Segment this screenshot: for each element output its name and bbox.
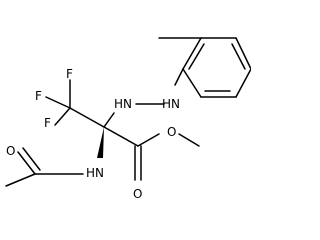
bond-acetyl-o-1 <box>17 151 36 175</box>
atom-nh-1: HN <box>162 97 180 111</box>
ring-bond-c6-c1 <box>182 68 202 98</box>
ring-bond-c4-c5 <box>235 68 251 98</box>
bond-carbonyl-ester-o <box>137 133 160 147</box>
atom-nh-amide: HN <box>86 166 104 180</box>
bond-quaternary-c-carbonyl <box>103 126 139 147</box>
atom-nh-2: HN <box>114 97 132 111</box>
atom-o-ester: O <box>167 125 176 139</box>
bond-acetyl-methyl <box>5 173 36 187</box>
ring-inner-bond-2 <box>231 43 246 70</box>
bond-nh-quaternary-c <box>103 112 115 128</box>
bond-ester-o-methyl <box>178 133 200 147</box>
bond-acetyl-o-2 <box>22 147 41 171</box>
ring-bond-c3-c4 <box>235 37 251 70</box>
atom-f2: F <box>35 89 42 103</box>
bond-c-f2 <box>45 96 71 109</box>
atom-o-ester-carbonyl: O <box>133 187 142 201</box>
ring-inner-bond-1 <box>188 43 205 70</box>
bond-c-f3 <box>54 107 71 126</box>
stereo-wedge-bond <box>97 127 104 158</box>
atom-o-amide: O <box>6 144 15 158</box>
chemical-structure: F F F HN HN HN O O O <box>5 37 251 201</box>
atom-f1: F <box>66 67 73 81</box>
atom-f3: F <box>44 116 51 130</box>
bond-quaternary-c-cf3 <box>69 107 105 128</box>
tolyl-ring <box>158 37 251 98</box>
bond-ring-nh <box>174 68 184 86</box>
ring-bond-c1-c2 <box>182 37 202 70</box>
